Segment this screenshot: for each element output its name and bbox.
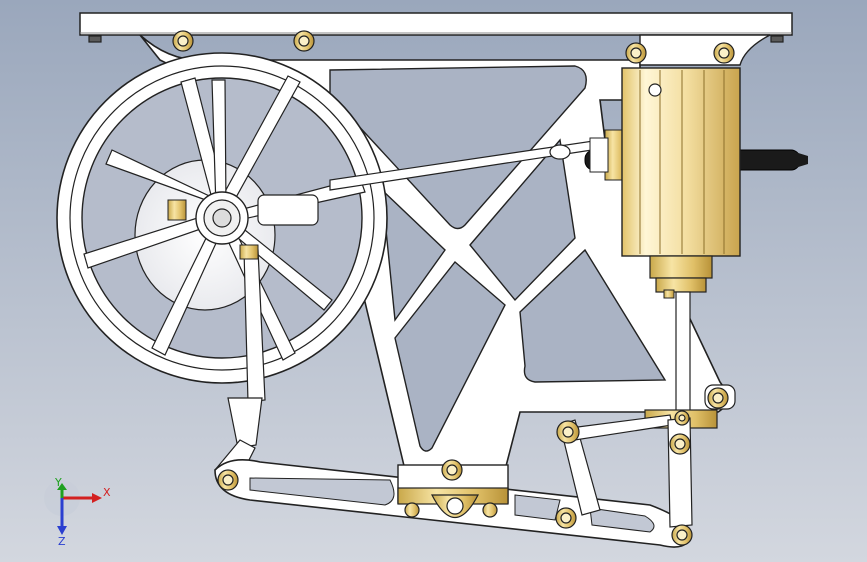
bolts [88, 30, 784, 546]
bolt [707, 387, 729, 409]
piston-rod-vertical[interactable] [663, 289, 691, 413]
lower-bracket[interactable] [397, 464, 509, 519]
bolt [674, 410, 690, 426]
bolt [88, 35, 102, 43]
bolt [293, 30, 315, 52]
x-axis-arrow: X [62, 486, 111, 503]
orientation-triad[interactable]: X Y Z [40, 478, 120, 548]
x-axis-label: X [103, 486, 111, 499]
bolt [404, 502, 420, 518]
y-axis-label: Y [54, 478, 62, 489]
y-axis-arrow: Y [54, 478, 67, 498]
flywheel[interactable] [56, 52, 388, 384]
bolt [770, 35, 784, 43]
bolt [648, 83, 662, 97]
z-axis-arrow: Z [57, 498, 67, 548]
bolt [625, 42, 647, 64]
bolt [671, 524, 693, 546]
crank-hub[interactable] [167, 194, 319, 226]
bolt [669, 433, 691, 455]
bolt [482, 502, 498, 518]
top-mounting-plate[interactable] [79, 12, 793, 36]
bolt [555, 507, 577, 529]
bolt [713, 42, 735, 64]
bolt [556, 420, 580, 444]
cylinder[interactable] [621, 67, 741, 293]
bolt [441, 459, 463, 481]
z-axis-label: Z [58, 535, 66, 548]
bolt [217, 469, 239, 491]
bolt [172, 30, 194, 52]
